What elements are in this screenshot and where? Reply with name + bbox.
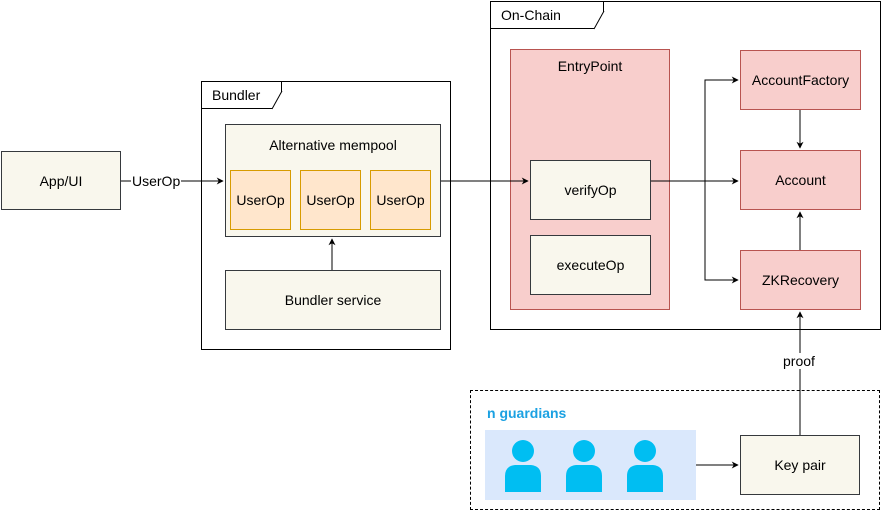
userop-2: UserOp	[300, 170, 361, 230]
bundler-title-text: Bundler	[212, 87, 261, 103]
mempool-label: Alternative mempool	[269, 137, 397, 153]
bundler-title: Bundler	[202, 82, 282, 109]
onchain-title-text: On-Chain	[501, 7, 561, 23]
guardian-icon-3	[627, 440, 663, 492]
zkrecovery-label: ZKRecovery	[761, 272, 840, 288]
app-ui-node: App/UI	[1, 151, 121, 210]
accountfactory-label: AccountFactory	[751, 72, 850, 88]
app-ui-label: App/UI	[39, 172, 83, 189]
zkrecovery-node: ZKRecovery	[740, 250, 861, 310]
verifyop-node: verifyOp	[530, 160, 651, 220]
edge-label-userop: UserOp	[131, 173, 182, 189]
userop-1-label: UserOp	[236, 192, 285, 208]
accountfactory-node: AccountFactory	[740, 50, 861, 110]
keypair-node: Key pair	[740, 435, 860, 495]
userop-1: UserOp	[230, 170, 291, 230]
executeop-node: executeOp	[530, 235, 651, 295]
bundler-service: Bundler service	[225, 270, 441, 330]
onchain-title: On-Chain	[491, 2, 604, 29]
userop-3: UserOp	[370, 170, 431, 230]
userop-2-label: UserOp	[306, 192, 355, 208]
guardian-icon-1	[505, 440, 541, 492]
edge-label-proof: proof	[782, 353, 816, 369]
entrypoint-label: EntryPoint	[557, 58, 623, 74]
userop-3-label: UserOp	[376, 192, 425, 208]
keypair-label: Key pair	[774, 457, 826, 473]
verifyop-label: verifyOp	[564, 182, 617, 198]
account-label: Account	[775, 172, 826, 188]
edge-verify-to-zkrecovery	[704, 181, 739, 284]
executeop-label: executeOp	[556, 257, 625, 273]
edge-verify-to-factory	[704, 76, 739, 181]
guardians-panel	[485, 430, 696, 500]
onchain-tab-corner	[593, 10, 605, 30]
guardian-icon-2	[566, 440, 602, 492]
bundler-service-label: Bundler service	[284, 292, 382, 308]
guardians-container	[470, 390, 880, 510]
bundler-tab-corner	[271, 90, 283, 110]
guardians-title: n guardians	[487, 405, 567, 421]
account-node: Account	[740, 150, 861, 210]
